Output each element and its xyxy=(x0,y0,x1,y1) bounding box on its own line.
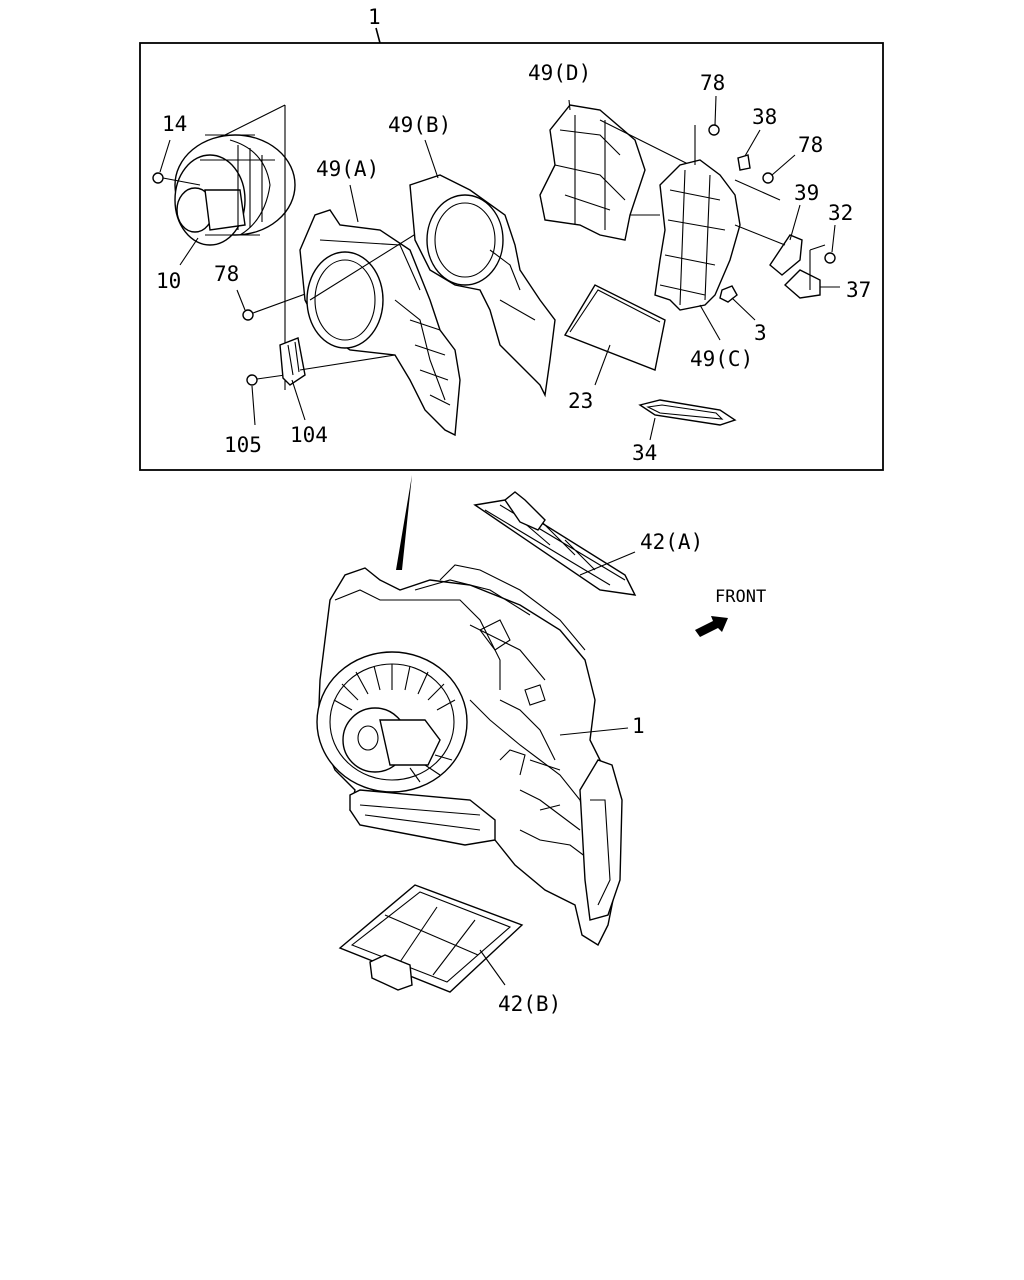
front-label: FRONT xyxy=(715,587,766,607)
callout-34: 34 xyxy=(632,441,657,465)
bracket-part xyxy=(734,224,803,276)
callout-3: 3 xyxy=(754,321,767,345)
resistor-part xyxy=(279,337,396,386)
callout-10: 10 xyxy=(156,269,181,293)
callout-1-top: 1 xyxy=(368,5,381,29)
callout-105: 105 xyxy=(224,433,262,457)
callout-49a: 49(A) xyxy=(316,157,379,181)
leader-lines-assembly xyxy=(479,551,636,986)
callout-49c: 49(C) xyxy=(690,347,753,371)
frame-49c-part xyxy=(654,159,741,311)
filter-42a-part xyxy=(473,491,637,596)
callout-42b: 42(B) xyxy=(498,992,561,1016)
front-arrow-icon xyxy=(695,616,728,637)
duct-49d-part xyxy=(539,104,646,241)
callout-78-top: 78 xyxy=(700,71,725,95)
pointer-wedge xyxy=(396,475,412,570)
blower-fins xyxy=(333,664,456,783)
screw-part xyxy=(708,124,720,136)
callout-32: 32 xyxy=(828,201,853,225)
callout-39: 39 xyxy=(794,181,819,205)
clip-part xyxy=(737,154,751,171)
callout-49b: 49(B) xyxy=(388,113,451,137)
blower-motor-part xyxy=(174,134,296,246)
callout-1-bottom: 1 xyxy=(632,714,645,738)
case-49a-part xyxy=(299,209,461,437)
callout-78-right: 78 xyxy=(798,133,823,157)
case-49b-part xyxy=(409,174,556,398)
callout-78-left: 78 xyxy=(214,262,239,286)
leader-lines xyxy=(159,95,840,441)
callout-104: 104 xyxy=(290,423,328,447)
blower-unit-assembly xyxy=(316,564,623,947)
screw-part xyxy=(246,374,286,386)
callout-42a: 42(A) xyxy=(640,530,703,554)
filter-frame-part xyxy=(563,284,666,371)
callout-37: 37 xyxy=(846,278,871,302)
screw-part xyxy=(152,172,201,186)
screw-part xyxy=(824,252,836,264)
callout-14: 14 xyxy=(162,112,187,136)
seal-part xyxy=(638,399,737,426)
exploded-view-frame xyxy=(139,27,884,471)
callout-labels: 1 14 10 78 105 104 49(A) 49(B) 49(D) 78 … xyxy=(156,5,871,1016)
callout-23: 23 xyxy=(568,389,593,413)
screw-part xyxy=(762,172,774,184)
filter-42b-part xyxy=(338,884,524,993)
callout-38: 38 xyxy=(752,105,777,129)
callout-49d: 49(D) xyxy=(528,61,591,85)
